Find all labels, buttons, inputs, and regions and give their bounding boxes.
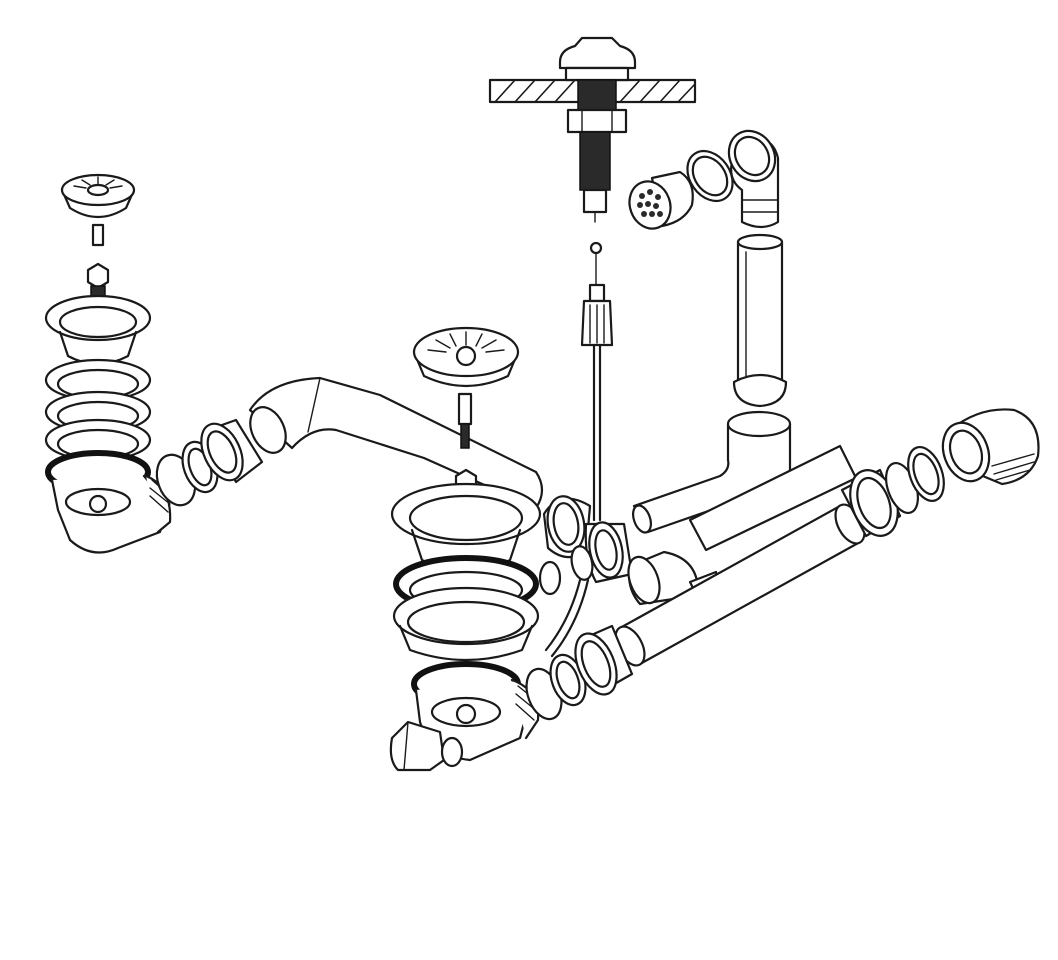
outlet-nuts-right bbox=[840, 446, 945, 538]
outlet-elbow bbox=[941, 408, 1040, 486]
actuator-cable bbox=[580, 241, 614, 522]
overflow-strainer bbox=[628, 170, 694, 230]
threaded-valve-body bbox=[566, 79, 628, 223]
left-drain-body bbox=[45, 450, 172, 554]
center-gaskets bbox=[392, 555, 540, 662]
overflow-connector bbox=[538, 495, 634, 596]
center-basket-strainer bbox=[412, 326, 520, 449]
overflow-gasket bbox=[686, 149, 734, 203]
left-basket-strainer bbox=[60, 173, 136, 247]
overflow-tube bbox=[732, 233, 788, 408]
outlet-nuts-left bbox=[525, 624, 634, 721]
left-nuts-and-washers bbox=[155, 418, 264, 507]
left-washers bbox=[44, 358, 152, 462]
center-sink-flange bbox=[390, 482, 542, 574]
overflow-elbow bbox=[727, 129, 780, 229]
pop-up-knob bbox=[558, 36, 637, 82]
center-side-outlet bbox=[389, 720, 464, 772]
overflow-hose bbox=[544, 578, 590, 658]
tee-elbow bbox=[627, 550, 720, 606]
left-sink-flange bbox=[44, 294, 152, 366]
